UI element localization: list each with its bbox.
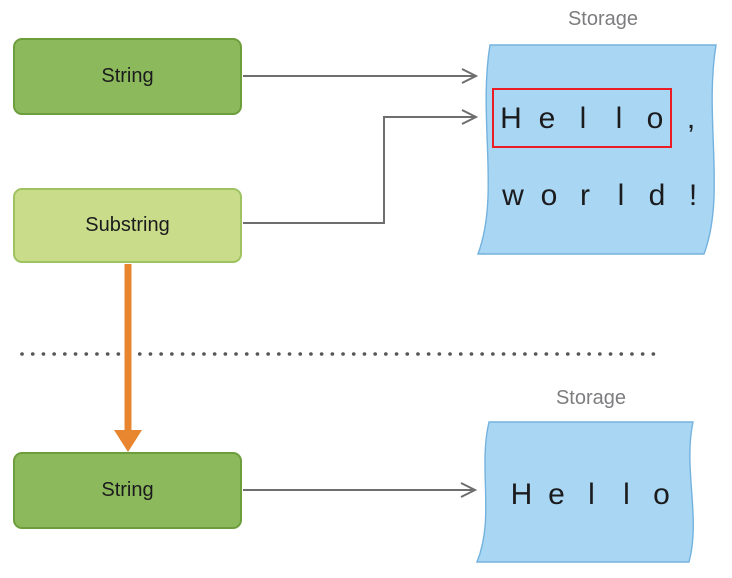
substring-node: Substring — [13, 188, 242, 263]
storage-text-comma: , — [686, 102, 696, 135]
substring-highlight-rect — [492, 88, 672, 148]
substring-node-label: Substring — [85, 214, 170, 236]
orange-arrow-shaft — [124, 264, 132, 432]
storage-shape-top — [476, 44, 717, 255]
string-node-top: String — [13, 38, 242, 115]
string-node-bottom: String — [13, 452, 242, 529]
arrowhead-bottom-string-to-storage — [460, 482, 478, 498]
string-node-bottom-label: String — [101, 479, 154, 501]
storage-shape-bottom — [475, 421, 694, 563]
storage-title-top: Storage — [567, 8, 639, 30]
string-node-top-label: String — [101, 65, 154, 87]
storage-title-bottom: Storage — [555, 387, 627, 409]
connector-substring-to-storage — [243, 116, 475, 224]
orange-arrow-head — [114, 430, 142, 452]
arrowhead-string-to-storage — [461, 68, 479, 84]
arrowhead-substring-to-storage — [461, 109, 479, 125]
